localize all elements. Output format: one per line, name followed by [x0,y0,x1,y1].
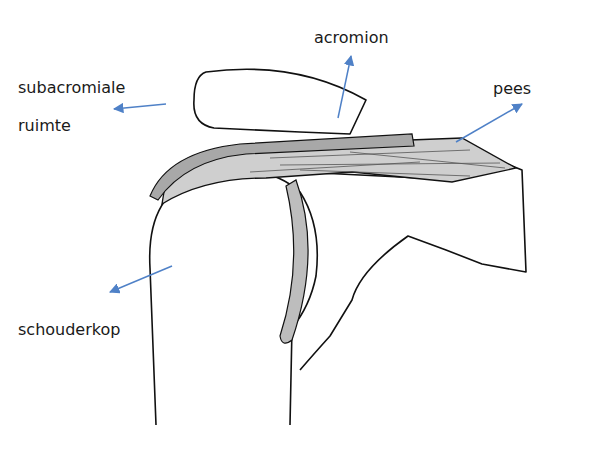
leader-arrow [456,104,522,142]
leader-arrow [114,104,166,109]
part-label: schouderkop [18,320,120,339]
subacromial-bursa [150,134,414,200]
leader-arrow [110,266,172,292]
part-label: pees [493,79,531,98]
part-label: subacromiale ruimte [18,69,148,145]
part-label: acromion [314,28,389,47]
tendon-fibres [250,150,505,176]
scapula [300,152,526,370]
humeral-head [150,171,318,425]
leader-arrows [110,56,522,292]
acromion-bone [194,69,366,134]
leader-arrow [338,56,351,118]
glenoid-cartilage [280,180,308,343]
